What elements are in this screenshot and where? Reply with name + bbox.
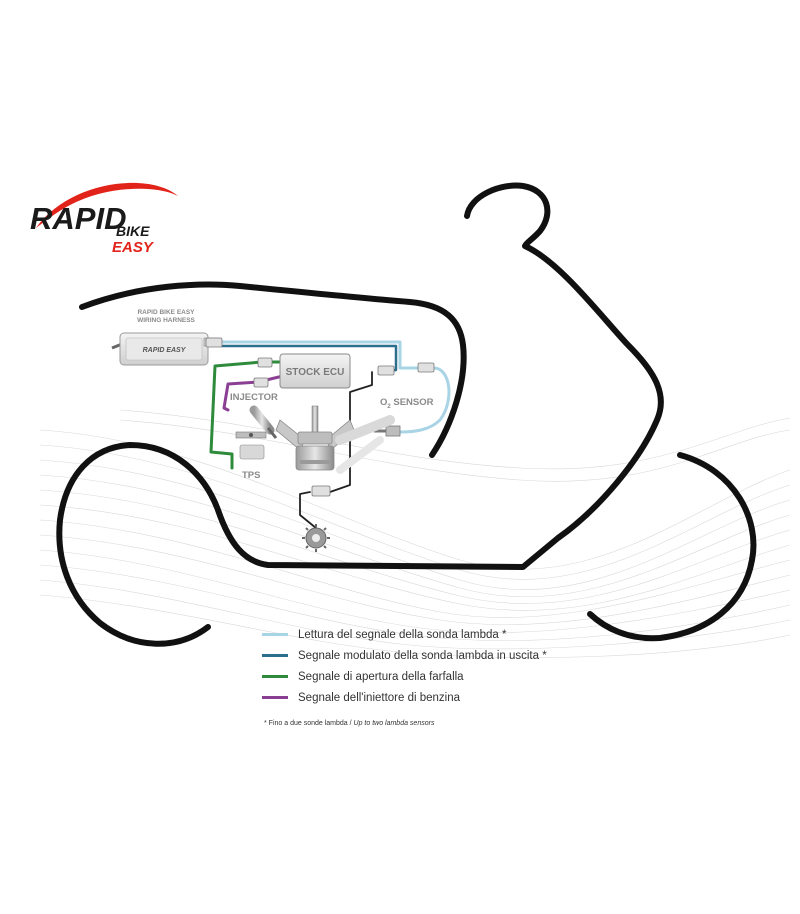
rapid-bike-module: RAPID EASY	[111, 332, 219, 366]
o2-label-prefix: O	[380, 397, 387, 408]
engine	[275, 405, 395, 474]
logo-swoosh	[36, 182, 178, 228]
rider-outline	[56, 182, 664, 647]
legend-item: Segnale modulato della sonda lambda in u…	[262, 645, 762, 666]
o2-label-suffix: SENSOR	[391, 397, 434, 408]
legend-label: Segnale modulato della sonda lambda in u…	[298, 649, 547, 662]
legend-swatch-throttle	[262, 675, 288, 678]
o2-label-sub: 2	[387, 404, 391, 410]
crank-sensor-wire	[299, 371, 373, 529]
legend-swatch-lambda-read	[262, 633, 288, 636]
legend: Lettura del segnale della sonda lambda *…	[262, 624, 762, 708]
legend-label: Segnale di apertura della farfalla	[298, 670, 464, 683]
motorcycle-rider-silhouette	[56, 182, 757, 647]
legend-swatch-injector	[262, 696, 288, 699]
logo-rapid: RAPID	[30, 201, 126, 236]
footnote: * Fino a due sonde lambda / Up to two la…	[264, 720, 434, 727]
logo-easy: EASY	[112, 239, 155, 256]
background-wave-lines	[39, 409, 791, 658]
connector	[205, 337, 223, 348]
connector	[311, 485, 331, 497]
rapid-bike-easy-logo: RAPID BIKE EASY	[30, 182, 178, 256]
logo-bike: BIKE	[116, 223, 150, 239]
harness-label-line2: WIRING HARNESS	[137, 317, 195, 324]
legend-label: Segnale dell'iniettore di benzina	[298, 691, 461, 704]
legend-item: Segnale dell'iniettore di benzina	[262, 687, 762, 708]
connector	[257, 357, 273, 368]
seat-outline	[79, 281, 467, 458]
footnote-italic: Up to two lambda sensors	[353, 720, 435, 727]
legend-label: Lettura del segnale della sonda lambda *	[298, 628, 507, 641]
o2-sensor: O2 SENSOR	[374, 397, 434, 437]
connector	[377, 365, 395, 376]
stock-ecu-box: STOCK ECU	[279, 353, 351, 389]
connectors	[205, 337, 435, 497]
connector	[253, 377, 269, 388]
stock-ecu-label: STOCK ECU	[286, 367, 345, 378]
lambda-read-wire	[220, 340, 451, 434]
legend-swatch-lambda-output	[262, 654, 288, 657]
svg-text:O2 SENSOR: O2 SENSOR	[380, 397, 434, 410]
connector	[417, 362, 435, 373]
tps-label: TPS	[242, 470, 260, 481]
injector: INJECTOR	[230, 392, 278, 439]
footnote-main: * Fino a due sonde lambda /	[264, 720, 354, 727]
harness-label-line1: RAPID BIKE EASY	[137, 309, 195, 316]
injector-label: INJECTOR	[230, 392, 278, 403]
crank-trigger-wheel	[302, 524, 330, 552]
module-badge: RAPID EASY	[143, 347, 187, 354]
legend-item: Lettura del segnale della sonda lambda *	[262, 624, 762, 645]
tps-sensor: TPS	[235, 431, 267, 481]
rear-wheel-arc	[587, 452, 757, 642]
legend-item: Segnale di apertura della farfalla	[262, 666, 762, 687]
